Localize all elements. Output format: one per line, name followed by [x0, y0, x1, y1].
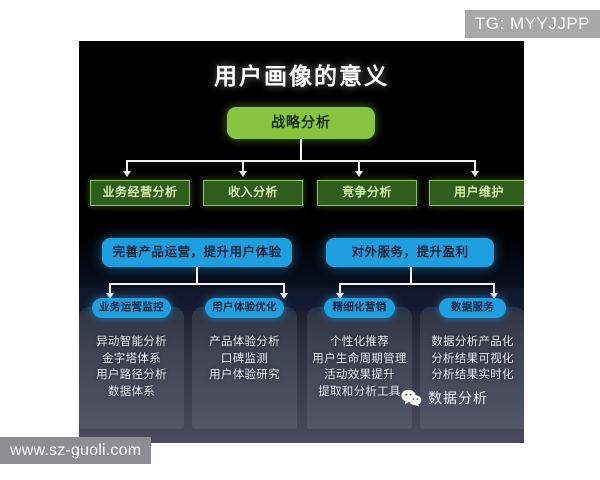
panel-user-experience-optimization — [192, 307, 297, 429]
watermark-text: TG: MYYJJPP — [474, 14, 590, 33]
node-user-retention[interactable]: 用户维护 — [429, 180, 524, 206]
connector-left-drop-2 — [283, 283, 285, 294]
arrow-down-icon-1 — [122, 171, 131, 177]
node-revenue-analysis[interactable]: 收入分析 — [203, 180, 303, 206]
connector-right-drop-2 — [493, 283, 495, 294]
node-label: 收入分析 — [227, 185, 278, 200]
arrow-down-icon-6 — [279, 293, 288, 299]
list-item: 用户生命周期管理 — [312, 352, 407, 365]
node-label: 用户维护 — [453, 185, 504, 200]
connector-right-stem — [410, 267, 412, 284]
connector-drop-3 — [358, 160, 360, 172]
slide-canvas: 用户画像的意义 战略分析 业务经营分析 收入分析 竞争分析 用户维护 完善产品运… — [79, 41, 524, 443]
connector-drop-4 — [474, 160, 476, 172]
node-label: 对外服务，提升盈利 — [351, 244, 469, 259]
connector-drop-1 — [126, 160, 128, 172]
list-item: 活动效果提升 — [324, 369, 395, 381]
panel-business-operations-monitoring — [79, 307, 184, 429]
pill-label: 数据服务 — [450, 301, 495, 314]
list-user-experience-optimization: 产品体验分析 口碑监测 用户体验研究 — [192, 334, 297, 384]
pill-label: 用户体验优化 — [212, 301, 277, 314]
wechat-icon — [401, 389, 422, 407]
arrow-down-icon-8 — [489, 293, 498, 299]
list-item: 个性化推荐 — [330, 336, 389, 348]
watermark-text: www.sz-guoli.com — [10, 441, 142, 459]
panel-refined-marketing — [307, 307, 412, 429]
list-refined-marketing: 个性化推荐 用户生命周期管理 活动效果提升 提取和分析工具 — [305, 334, 414, 400]
node-external-service-profit[interactable]: 对外服务，提升盈利 — [326, 238, 494, 267]
list-item: 数据分析产品化 — [431, 336, 514, 348]
arrow-down-icon-2 — [238, 171, 247, 177]
connector-left-bar — [109, 283, 284, 285]
slide-title: 用户画像的意义 — [214, 63, 389, 89]
pill-label: 精细化营销 — [332, 301, 387, 314]
pill-refined-marketing[interactable]: 精细化营销 — [324, 298, 395, 318]
node-label: 竞争分析 — [341, 185, 392, 200]
connector-root-stem — [300, 139, 302, 161]
pill-business-operations-monitoring[interactable]: 业务运营监控 — [92, 298, 171, 318]
node-business-operations-analysis[interactable]: 业务经营分析 — [90, 180, 190, 206]
pill-data-service[interactable]: 数据服务 — [439, 298, 506, 318]
node-improve-product-operations[interactable]: 完善产品运营，提升用户体验 — [102, 238, 292, 267]
arrow-down-icon-4 — [470, 171, 479, 177]
list-item: 口碑监测 — [220, 352, 269, 365]
connector-root-bar — [126, 160, 475, 162]
node-label: 战略分析 — [271, 114, 331, 131]
connector-right-bar — [339, 283, 494, 285]
pill-user-experience-optimization[interactable]: 用户体验优化 — [205, 298, 284, 318]
panel-data-service — [420, 307, 524, 429]
list-business-operations-monitoring: 异动智能分析 金字塔体系 用户路径分析 数据体系 — [79, 334, 184, 400]
node-label: 业务经营分析 — [102, 185, 178, 200]
wechat-label: 数据分析 — [428, 390, 488, 406]
arrow-down-icon-5 — [105, 293, 114, 299]
arrow-down-icon-3 — [354, 171, 363, 177]
list-item: 提取和分析工具 — [318, 385, 401, 398]
top-right-watermark: TG: MYYJJPP — [464, 10, 600, 38]
node-competition-analysis[interactable]: 竞争分析 — [317, 180, 417, 206]
bottom-left-watermark: www.sz-guoli.com — [0, 437, 152, 464]
arrow-down-icon-7 — [335, 293, 344, 299]
connector-left-stem — [196, 267, 198, 284]
connector-left-drop-1 — [109, 283, 111, 294]
list-item: 用户体验研究 — [209, 369, 280, 381]
list-item: 分析结果实时化 — [431, 369, 514, 381]
list-item: 用户路径分析 — [96, 369, 167, 381]
connector-right-drop-1 — [339, 283, 341, 294]
connector-drop-2 — [242, 160, 244, 172]
list-item: 分析结果可视化 — [431, 352, 514, 365]
node-label: 完善产品运营，提升用户体验 — [112, 244, 282, 259]
pill-label: 业务运营监控 — [99, 301, 164, 314]
list-item: 数据体系 — [107, 385, 156, 398]
list-data-service: 数据分析产品化 分析结果可视化 分析结果实时化 — [418, 334, 524, 384]
wechat-branding: 数据分析 — [401, 388, 488, 408]
list-item: 产品体验分析 — [209, 336, 280, 348]
node-root-strategy[interactable]: 战略分析 — [227, 107, 375, 139]
list-item: 异动智能分析 — [96, 336, 167, 348]
list-item: 金字塔体系 — [102, 352, 161, 365]
